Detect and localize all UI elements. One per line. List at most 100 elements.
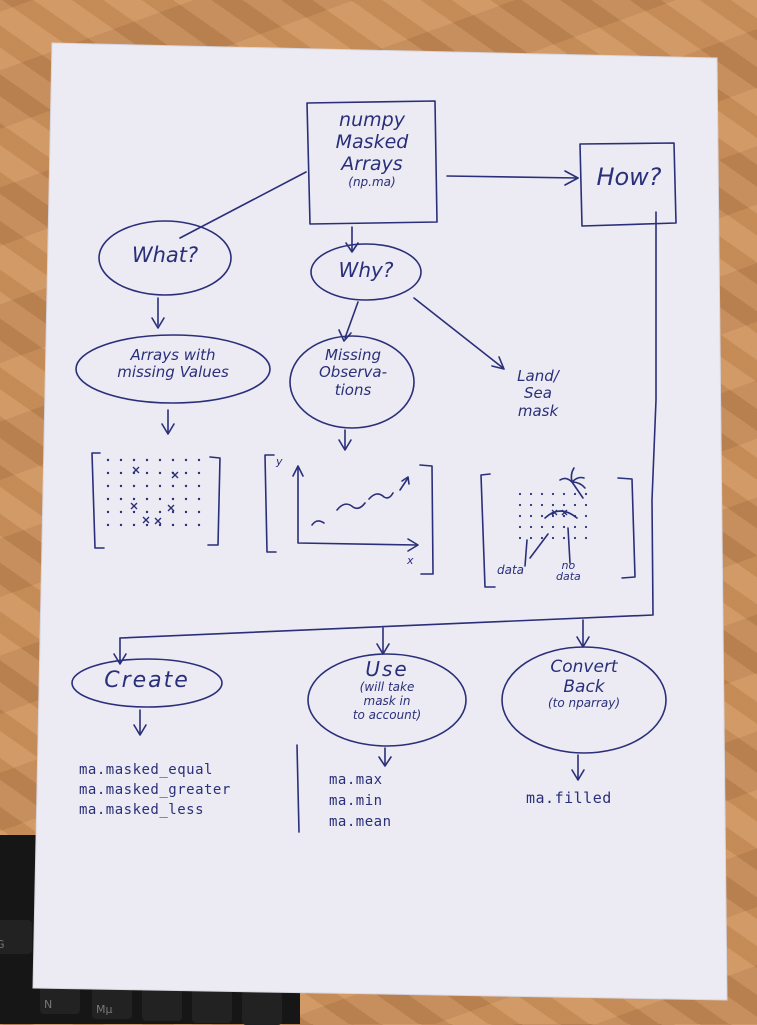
palm-leaves (559, 467, 586, 489)
masked-cross (142, 516, 150, 524)
plot-squiggle (399, 477, 409, 491)
label-line: Arrays with (130, 346, 216, 364)
key-label: Mµ (96, 1003, 113, 1016)
map-dot (518, 525, 522, 529)
function-item: ma.masked_equal (79, 762, 213, 778)
key-label: G (0, 938, 5, 951)
map-data-label: data (497, 563, 525, 577)
grid-dot (106, 510, 110, 514)
plot-squiggle (311, 520, 325, 526)
masked-cross (154, 517, 162, 525)
map-dot (573, 492, 577, 496)
plot-bracket-left (264, 454, 277, 553)
grid-dot (197, 458, 201, 462)
arrowhead (338, 329, 352, 342)
label-line: (to nparray) (547, 696, 621, 711)
map-dot (551, 492, 555, 496)
grid-dot (119, 484, 123, 488)
map-dots (518, 492, 588, 540)
map-dot (551, 525, 555, 529)
grid-dot (197, 497, 201, 501)
grid-dot (184, 458, 188, 462)
label-line: Use (365, 657, 409, 681)
label-line: Back (563, 676, 605, 697)
arrowhead (113, 653, 127, 665)
keyboard-key: G (0, 920, 32, 954)
grid-dot (145, 523, 149, 527)
label-line: Observa- (318, 363, 388, 382)
map-dot (562, 514, 566, 518)
label-line: Land/ (517, 367, 559, 385)
plot-bracket-right (419, 464, 434, 575)
grid-dot (171, 497, 175, 501)
grid-dot (119, 471, 123, 475)
function-item: ma.max (329, 772, 383, 788)
line-root-what (179, 171, 307, 239)
key-label: N (44, 998, 53, 1011)
map-dot (518, 492, 522, 496)
grid-dot (132, 523, 136, 527)
plot-x-label: x (407, 554, 414, 567)
root-title: numpy Masked Arrays (np.ma) (308, 109, 436, 189)
land-sea-label: Land/ Sea mask (493, 367, 583, 420)
label-line: mask in (363, 693, 411, 708)
plot-squiggle (336, 502, 366, 511)
grid-dot (145, 497, 149, 501)
grid-dots (106, 458, 201, 527)
grid-dot (132, 497, 136, 501)
label-line: (will take (359, 680, 415, 694)
use-label: Use (will take mask in to account) (308, 658, 466, 722)
grid-dot (158, 523, 162, 527)
grid-dot (106, 497, 110, 501)
arrowhead (345, 242, 359, 253)
arrowhead (378, 756, 392, 767)
keyboard-key (242, 991, 282, 1025)
function-item: ma.filled (526, 789, 612, 807)
map-dot (518, 514, 522, 518)
function-separator (296, 744, 300, 833)
grid-bracket-left (91, 452, 105, 549)
arrow-why-landsea (413, 297, 504, 369)
keyboard-key: Mµ (92, 985, 132, 1019)
map-dot (584, 492, 588, 496)
grid-dot (132, 471, 136, 475)
arrowhead (571, 769, 585, 781)
convert-label: Convert Back (to nparray) (502, 657, 666, 711)
arrowhead (133, 724, 147, 736)
grid-dot (158, 471, 162, 475)
grid-dot (145, 471, 149, 475)
map-dot (540, 514, 544, 518)
map-dot (529, 492, 533, 496)
create-label: Create (104, 668, 190, 693)
create-functions: ma.masked_equal ma.masked_greater ma.mas… (79, 760, 231, 820)
label-line: data (556, 570, 581, 583)
map-dot (562, 503, 566, 507)
root-line: numpy (339, 109, 405, 131)
masked-cross (171, 471, 179, 479)
plot-squiggle (368, 492, 394, 500)
map-dot (518, 536, 522, 540)
map-dot (540, 536, 544, 540)
map-dot (584, 514, 588, 518)
grid-dot (158, 510, 162, 514)
grid-dot (171, 484, 175, 488)
map-dot (562, 492, 566, 496)
arrow-root-how (446, 175, 579, 179)
convert-functions: ma.filled (526, 789, 612, 807)
map-dot (551, 503, 555, 507)
grid-dot (158, 484, 162, 488)
grid-dot (184, 510, 188, 514)
map-dot (540, 492, 544, 496)
masked-cross (551, 509, 558, 516)
map-arrow (567, 527, 571, 564)
grid-dot (184, 497, 188, 501)
grid-dot (132, 458, 136, 462)
grid-dot (184, 523, 188, 527)
root-line: Arrays (341, 152, 403, 175)
grid-dot (171, 523, 175, 527)
what-label: What? (131, 243, 199, 267)
plot-y-label: y (276, 455, 283, 468)
function-item: ma.masked_less (79, 802, 205, 818)
masked-cross (561, 509, 568, 516)
map-dot (529, 514, 533, 518)
